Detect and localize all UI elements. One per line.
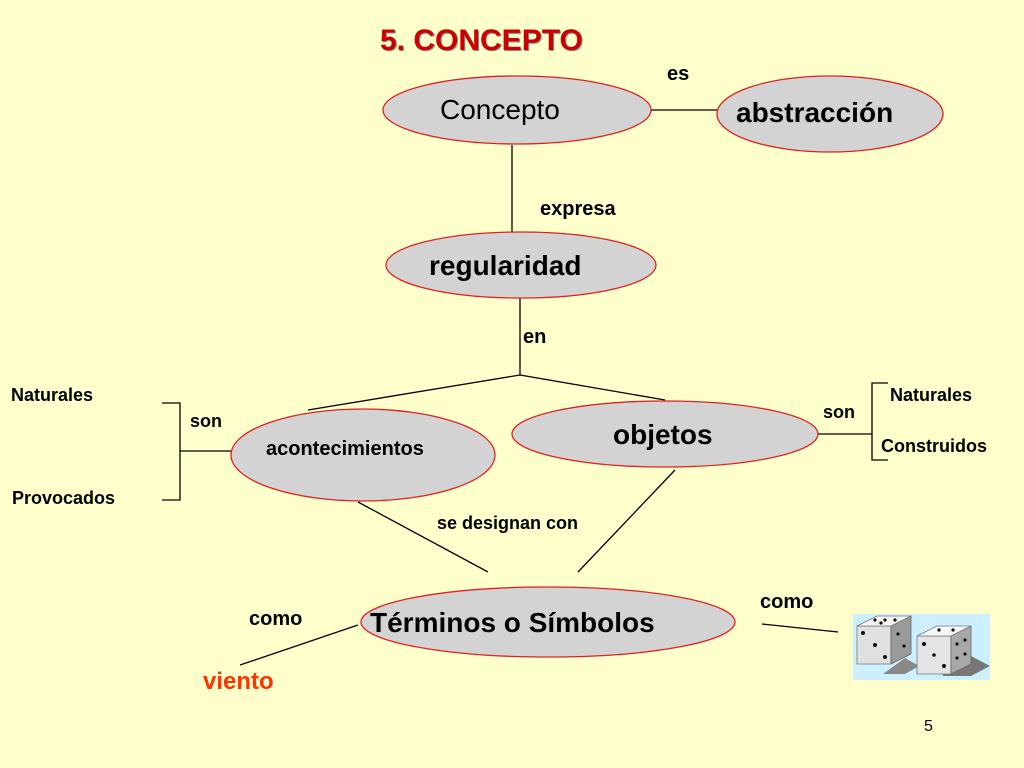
- node-concepto-shape: [382, 75, 652, 145]
- line-terminos-viento: [239, 624, 359, 666]
- node-objetos: objetos: [613, 419, 713, 450]
- right-branch-bottom: Construidos: [881, 436, 987, 456]
- node-objetos-shape: [511, 400, 819, 468]
- link-label-se-designan-con: se designan con: [437, 513, 579, 533]
- node-abstraccion: abstracción: [736, 97, 894, 128]
- dice-icon: [853, 614, 990, 680]
- node-regularidad: regularidad: [429, 250, 582, 281]
- bracket-right: [871, 382, 888, 461]
- node-concepto: Concepto: [440, 94, 560, 125]
- link-label-como-right: como: [760, 591, 814, 613]
- link-label-es: es: [667, 63, 690, 85]
- left-branch-top: Naturales: [11, 385, 94, 405]
- node-acontecimientos-shape: [230, 408, 496, 502]
- line-acontecimientos-terminos: [357, 501, 489, 573]
- left-branch-bottom: Provocados: [12, 488, 116, 508]
- right-branch-top: Naturales: [890, 385, 973, 405]
- link-label-expresa: expresa: [540, 198, 616, 220]
- slide-title: 5. CONCEPTO: [380, 24, 583, 57]
- page-number: 5: [924, 718, 933, 735]
- node-terminos: Términos o Símbolos: [370, 607, 655, 638]
- node-terminos-shape: [360, 586, 736, 658]
- line-split-objetos: [519, 374, 666, 401]
- link-label-son-left: son: [190, 411, 223, 431]
- node-regularidad-shape: [385, 231, 657, 299]
- bracket-left: [162, 402, 181, 501]
- line-objetos-terminos: [577, 469, 676, 573]
- node-acontecimientos: acontecimientos: [266, 438, 424, 460]
- link-label-son-right: son: [823, 402, 856, 422]
- node-abstraccion-shape: [716, 75, 944, 153]
- line-split-acontecimientos: [307, 374, 521, 411]
- example-word-viento: viento: [203, 668, 274, 695]
- link-label-como-left: como: [249, 608, 303, 630]
- line-terminos-dice: [761, 623, 839, 633]
- link-label-en: en: [523, 326, 547, 348]
